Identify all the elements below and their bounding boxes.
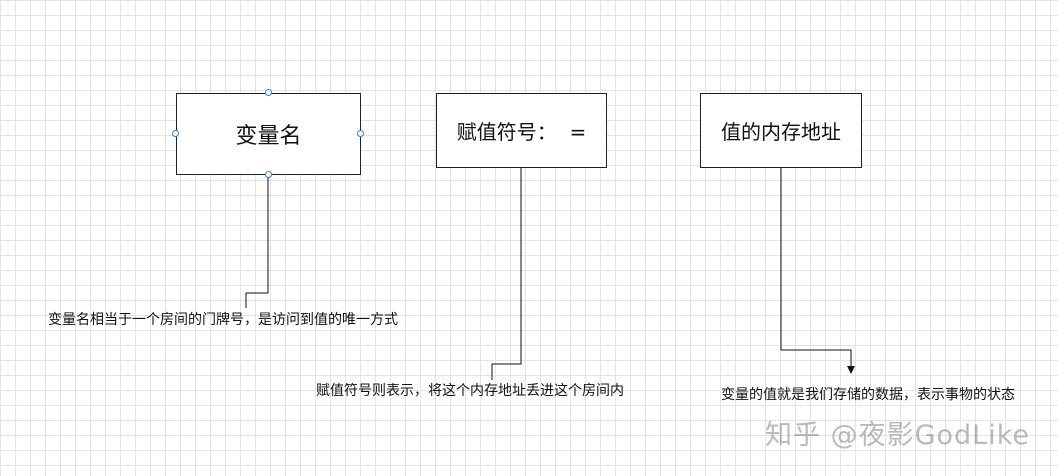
node-memory-address[interactable]: 值的内存地址	[700, 93, 862, 168]
node-assign-symbol-label: 赋值符号： =	[456, 120, 587, 144]
caption-variable-name: 变量名相当于一个房间的门牌号，是访问到值的唯一方式	[48, 312, 398, 328]
node-variable-name[interactable]: 变量名	[176, 93, 361, 175]
connection-handle-right[interactable]	[357, 130, 364, 137]
connection-handle-left[interactable]	[172, 130, 179, 137]
connector-variable-name	[245, 175, 269, 308]
watermark-logo: 知乎 @夜影GodLike	[765, 420, 1030, 451]
node-variable-name-label: 变量名	[235, 124, 302, 149]
caption-assign: 赋值符号则表示，将这个内存地址丢进这个房间内	[316, 383, 624, 399]
connection-handle-bottom[interactable]	[265, 171, 272, 178]
connector-assign-symbol	[491, 168, 522, 380]
node-assign-symbol[interactable]: 赋值符号： =	[436, 93, 607, 168]
connection-handle-top[interactable]	[265, 89, 272, 96]
connector-memory-address	[780, 168, 852, 368]
node-memory-address-label: 值的内存地址	[721, 120, 841, 144]
arrowhead	[847, 366, 855, 374]
caption-value: 变量的值就是我们存储的数据，表示事物的状态	[721, 387, 1015, 403]
